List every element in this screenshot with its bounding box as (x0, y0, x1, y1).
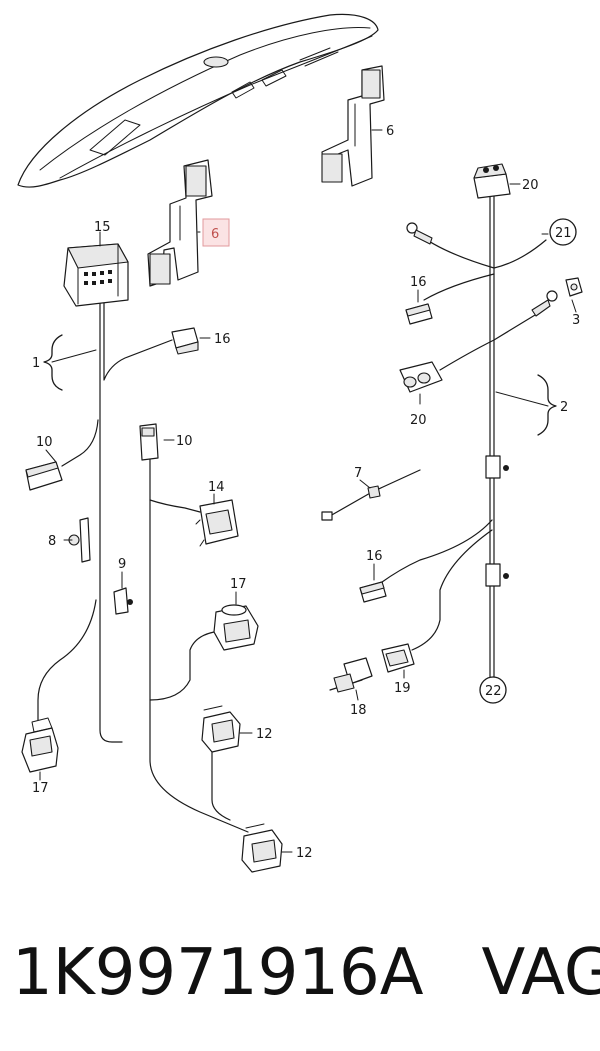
caption: 1K9971916A VAG (12, 928, 600, 1018)
harness-1-wires (37, 299, 249, 833)
label-7: 7 (354, 466, 362, 481)
label-16c: 16 (366, 549, 383, 564)
label-10b: 10 (176, 434, 193, 449)
label-9: 9 (118, 557, 126, 572)
harness-part-6-left (147, 159, 213, 287)
label-3: 3 (572, 313, 580, 328)
connector-19 (381, 643, 415, 673)
label-12a: 12 (256, 727, 273, 742)
label-18: 18 (350, 703, 367, 718)
label-21: 21 (555, 226, 572, 241)
label-6b: 6 (211, 227, 219, 242)
connector-17-left (21, 717, 59, 773)
connector-20-top (473, 163, 511, 199)
clip-3 (565, 277, 583, 297)
harness-part-6-right (321, 65, 385, 187)
part-number: 1K9971916A (12, 936, 424, 1010)
trunk-clip-lower (485, 563, 509, 587)
trunk-clip-upper (485, 455, 509, 479)
connector-20-lower (399, 361, 443, 393)
label-8: 8 (48, 534, 56, 549)
label-17b: 17 (32, 781, 49, 796)
label-2: 2 (560, 400, 568, 415)
label-10a: 10 (36, 435, 53, 450)
connector-16-lower-right (359, 581, 387, 603)
leader-lines (39, 129, 577, 853)
connector-10-vertical (139, 423, 159, 461)
label-15: 15 (94, 220, 111, 235)
tailgate-panel (17, 13, 379, 188)
connector-10-left (25, 461, 63, 491)
connector-16-upper-left (171, 327, 199, 355)
connector-12-upper (201, 705, 241, 753)
connector-16-upper-right (405, 303, 433, 325)
highlight-box-6 (202, 218, 230, 247)
label-12b: 12 (296, 846, 313, 861)
label-19: 19 (394, 681, 411, 696)
wiring-harness-diagram: 15 16 1 10 10 14 8 9 17 12 17 12 6 6 20 … (17, 13, 583, 873)
callout-22 (479, 676, 507, 704)
harness-2-wires (329, 195, 547, 691)
callout-21 (549, 218, 577, 246)
label-22: 22 (485, 684, 502, 699)
ring-terminal-right (531, 290, 558, 317)
connector-12-lower (241, 823, 283, 873)
part-labels: 15 16 1 10 10 14 8 9 17 12 17 12 6 6 20 … (32, 124, 580, 861)
cable-tie-7 (321, 469, 421, 521)
ring-terminal-upper (406, 222, 433, 245)
connector-15 (63, 243, 129, 307)
label-6a: 6 (386, 124, 394, 139)
label-17a: 17 (230, 577, 247, 592)
sensor-18 (333, 657, 373, 693)
label-16a: 16 (214, 332, 231, 347)
connector-14 (195, 499, 239, 547)
label-20a: 20 (522, 178, 539, 193)
label-16b: 16 (410, 275, 427, 290)
label-20b: 20 (410, 413, 427, 428)
connector-17-right (213, 604, 259, 651)
label-1: 1 (32, 356, 40, 371)
brand-name: VAG (481, 936, 600, 1010)
clip-9 (113, 587, 133, 615)
label-14: 14 (208, 480, 225, 495)
